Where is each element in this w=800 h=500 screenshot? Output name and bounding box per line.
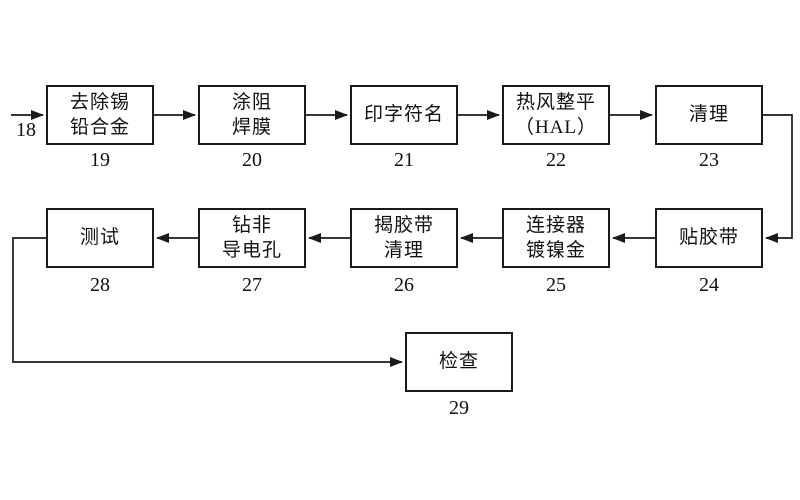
step-number-20: 20 [242, 149, 262, 171]
step-number-25: 25 [546, 274, 566, 296]
process-box-19: 去除锡 铅合金 [46, 85, 154, 145]
arrow-23-24 [763, 114, 793, 243]
process-box-25: 连接器 镀镍金 [502, 208, 610, 268]
process-box-27: 钻非 导电孔 [198, 208, 306, 268]
process-box-24: 贴胶带 [655, 208, 763, 268]
process-box-29: 检查 [405, 332, 513, 392]
process-box-28: 测试 [46, 208, 154, 268]
entry-step-label: 18 [16, 119, 36, 141]
step-number-23: 23 [699, 149, 719, 171]
process-box-22: 热风整平 （HAL） [502, 85, 610, 145]
step-number-24: 24 [699, 274, 719, 296]
process-box-23: 清理 [655, 85, 763, 145]
process-box-21: 印字符名 [350, 85, 458, 145]
step-number-19: 19 [90, 149, 110, 171]
process-box-26: 揭胶带 清理 [350, 208, 458, 268]
step-number-27: 27 [242, 274, 262, 296]
step-number-28: 28 [90, 274, 110, 296]
step-number-29: 29 [449, 397, 469, 419]
step-number-22: 22 [546, 149, 566, 171]
process-box-20: 涂阻 焊膜 [198, 85, 306, 145]
arrow-28-29 [12, 237, 403, 367]
step-number-26: 26 [394, 274, 414, 296]
step-number-21: 21 [394, 149, 414, 171]
